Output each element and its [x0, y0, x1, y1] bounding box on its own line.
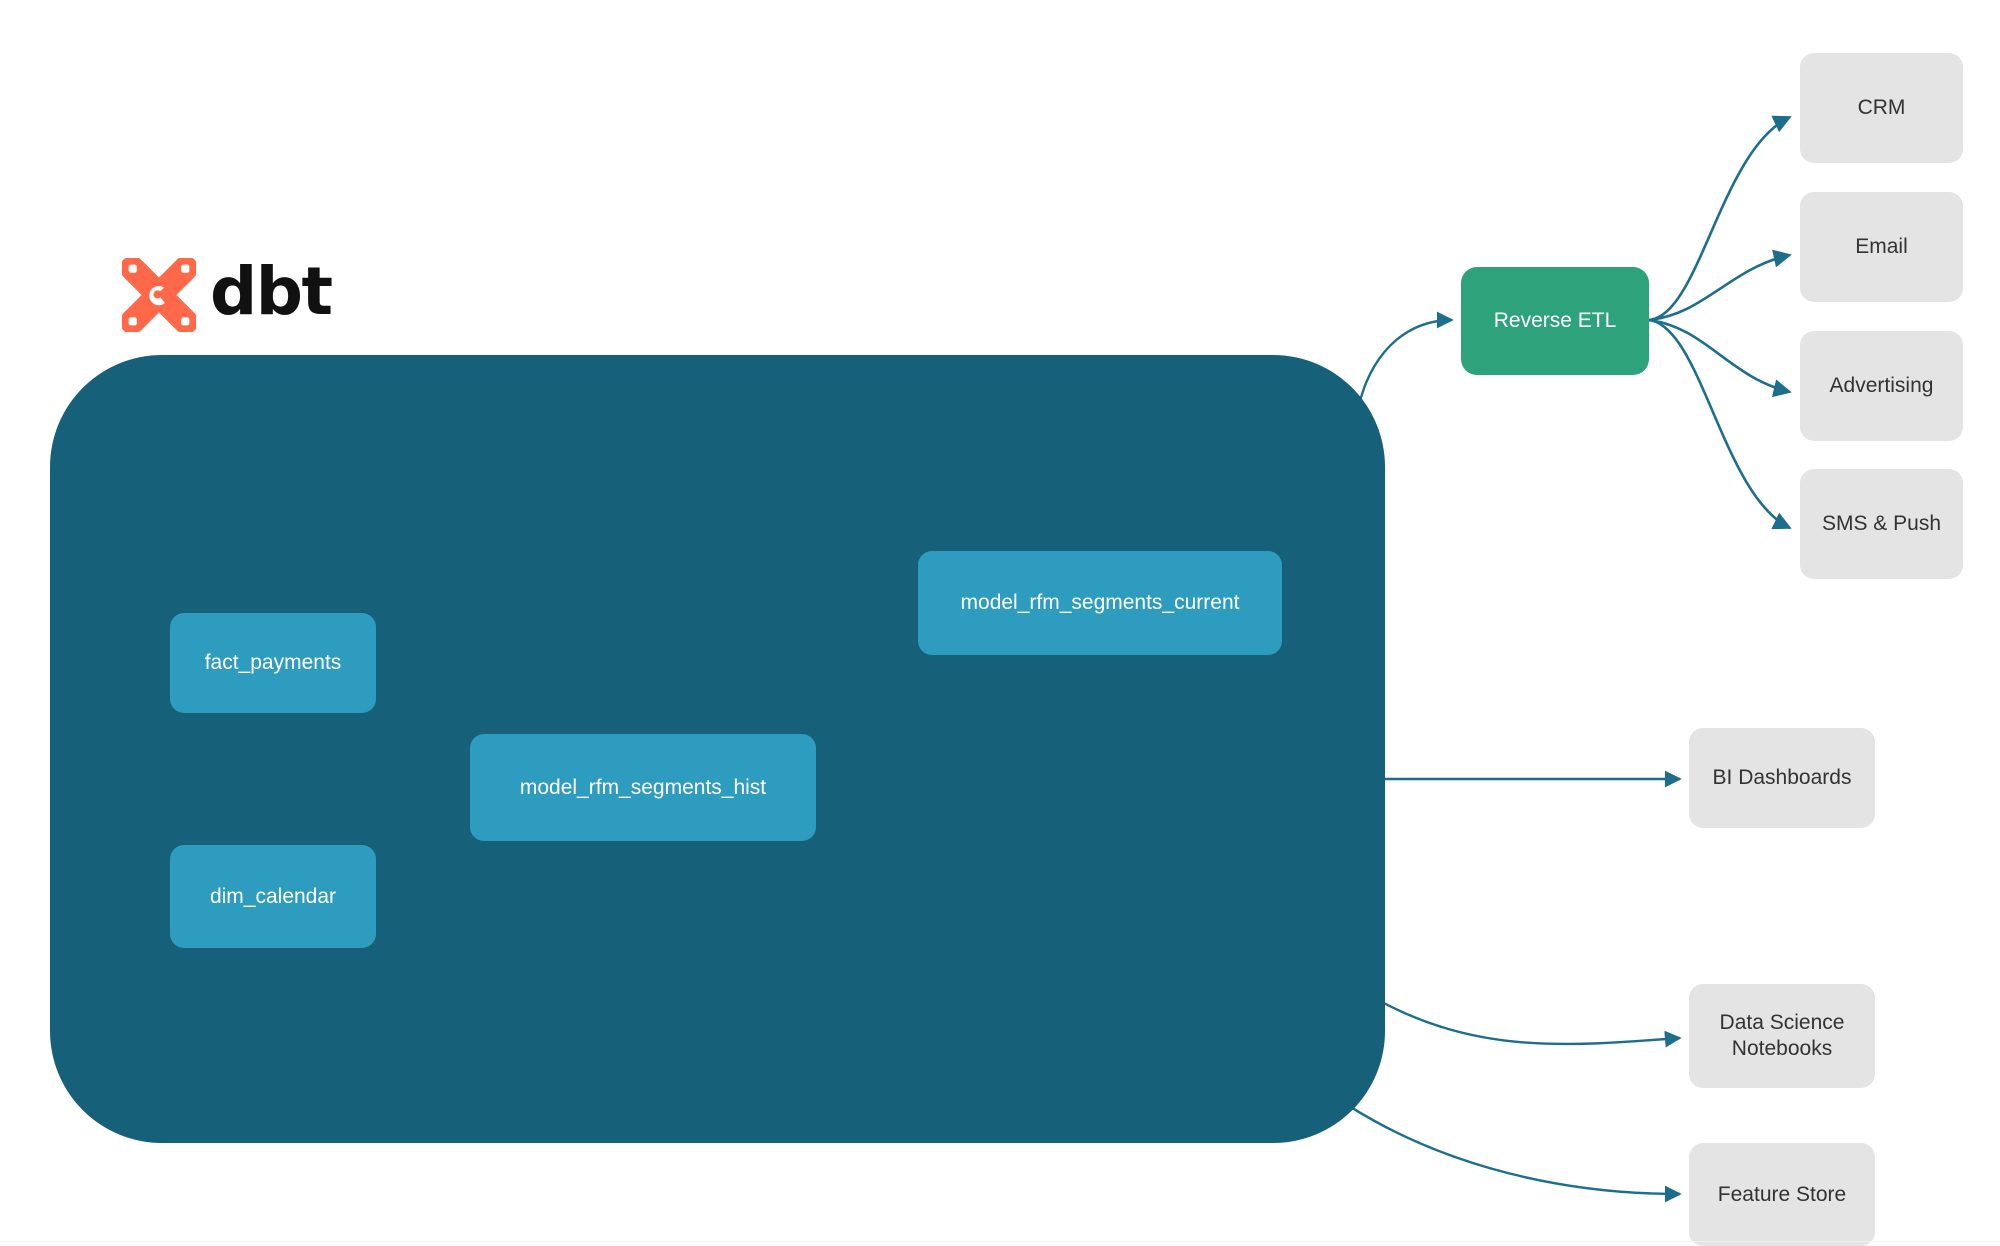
node-label-line2: Notebooks: [1731, 1037, 1833, 1060]
edge-reverse-etl-to-sms-push: [1648, 318, 1792, 530]
dbt-logo: dbt: [122, 253, 333, 332]
node-label-line1: Data Science: [1719, 1011, 1845, 1035]
node-model-rfm-segments-hist[interactable]: model_rfm_segments_hist: [470, 734, 816, 841]
node-dim-calendar[interactable]: dim_calendar: [170, 845, 376, 948]
edge-reverse-etl-to-email: [1648, 249, 1792, 322]
dbt-wordmark: dbt: [210, 253, 333, 330]
node-fact-payments[interactable]: fact_payments: [170, 613, 376, 713]
node-advertising[interactable]: Advertising: [1800, 331, 1963, 441]
edge-reverse-etl-to-advertising: [1648, 318, 1792, 398]
node-crm[interactable]: CRM: [1800, 53, 1963, 163]
page-bottom-divider: [0, 1241, 2000, 1242]
node-bi-dashboards[interactable]: BI Dashboards: [1689, 728, 1875, 828]
node-reverse-etl[interactable]: Reverse ETL: [1461, 267, 1649, 375]
node-data-science-notebooks[interactable]: Data Science Notebooks: [1689, 984, 1875, 1088]
node-model-rfm-segments-current[interactable]: model_rfm_segments_current: [918, 551, 1282, 655]
edge-reverse-etl-to-crm: [1648, 115, 1792, 322]
node-email[interactable]: Email: [1800, 192, 1963, 302]
node-sms-push[interactable]: SMS & Push: [1800, 469, 1963, 579]
node-feature-store[interactable]: Feature Store: [1689, 1143, 1875, 1246]
dbt-logo-icon: [122, 258, 196, 332]
edge-hist-to-ds-notebooks-outer: [1377, 998, 1682, 1048]
